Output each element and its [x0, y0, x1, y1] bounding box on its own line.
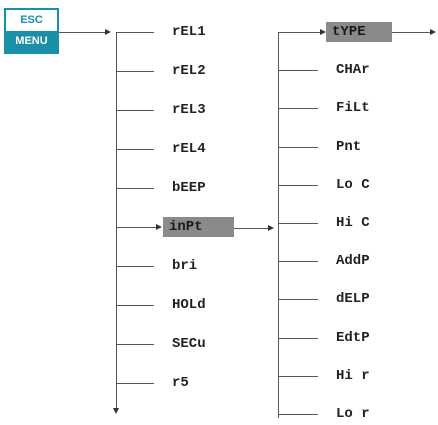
level2-branch-line [278, 261, 318, 262]
level2-item-lo-r[interactable]: Lo r [336, 406, 370, 422]
level2-item-hi-c[interactable]: Hi C [336, 215, 370, 231]
level2-branch-line [278, 414, 318, 415]
arrow-right-icon [430, 29, 436, 35]
arrow-down-icon [113, 408, 119, 414]
level1-branch-line [116, 227, 158, 228]
level2-branch-line [278, 108, 318, 109]
arrow-right-icon [156, 224, 162, 230]
connector-esc-to-level1 [59, 32, 109, 33]
level1-branch-line [116, 266, 154, 267]
connector-inpt-to-level2 [234, 228, 272, 229]
level2-item-edtp[interactable]: EdtP [336, 330, 370, 346]
level1-item-rel3[interactable]: rEL3 [172, 102, 206, 118]
level2-trunk [278, 32, 279, 418]
level1-item-rel1[interactable]: rEL1 [172, 24, 206, 40]
menu-label: MENU [6, 31, 57, 52]
level1-item-secu[interactable]: SECu [172, 336, 206, 352]
level2-branch-line [278, 299, 318, 300]
level2-item-delp[interactable]: dELP [336, 291, 370, 307]
level1-item-inpt[interactable]: inPt [163, 217, 234, 237]
level1-branch-line [116, 188, 154, 189]
esc-label: ESC [20, 14, 43, 26]
connector-type-next [392, 32, 430, 33]
level2-branch-line [278, 223, 318, 224]
level1-item-r5[interactable]: r5 [172, 375, 189, 391]
level2-item-hi-r[interactable]: Hi r [336, 368, 370, 384]
level1-trunk [116, 32, 117, 412]
level1-branch-line [116, 71, 154, 72]
level2-item-pnt[interactable]: Pnt [336, 139, 362, 155]
level2-item-char[interactable]: CHAr [336, 62, 370, 78]
level1-item-rel4[interactable]: rEL4 [172, 141, 206, 157]
level1-branch-line [116, 149, 154, 150]
level2-branch-line [278, 70, 318, 71]
arrow-right-icon [268, 225, 274, 231]
level2-item-type[interactable]: tYPE [326, 22, 392, 42]
level1-item-beep[interactable]: bEEP [172, 180, 206, 196]
level1-branch-line [116, 383, 154, 384]
level2-branch-line [278, 147, 318, 148]
level2-item-addp[interactable]: AddP [336, 253, 370, 269]
level2-branch-line [278, 338, 318, 339]
level1-item-hold[interactable]: HOLd [172, 297, 206, 313]
level1-branch-line [116, 305, 154, 306]
level1-branch-line [116, 32, 154, 33]
arrow-right-icon [320, 29, 326, 35]
level1-branch-line [116, 344, 154, 345]
level1-branch-line [116, 110, 154, 111]
level2-branch-line [278, 376, 318, 377]
level2-item-lo-c[interactable]: Lo C [336, 177, 370, 193]
level2-item-filt[interactable]: FiLt [336, 100, 370, 116]
level1-item-bri[interactable]: bri [172, 258, 198, 274]
level1-item-rel2[interactable]: rEL2 [172, 63, 206, 79]
esc-menu-button[interactable]: ESC MENU [4, 8, 59, 54]
arrow-right-icon [105, 29, 111, 35]
level2-branch-line [278, 32, 322, 33]
level2-branch-line [278, 185, 318, 186]
